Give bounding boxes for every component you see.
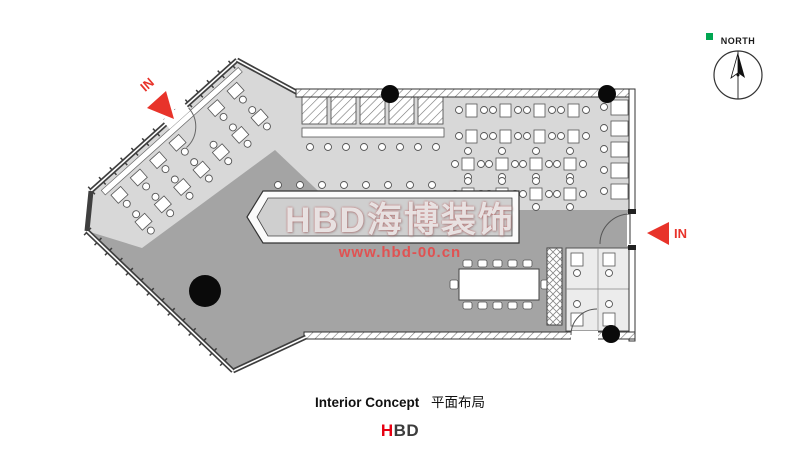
entrance-arrow-right: IN — [647, 222, 687, 245]
door-wing-entrance — [162, 102, 197, 148]
booth-seating-right — [600, 99, 629, 200]
legend-green-square — [706, 33, 713, 40]
in-label-left: IN — [137, 75, 157, 95]
caption-chinese: 平面布局 — [431, 395, 486, 410]
bar-counter — [246, 181, 520, 244]
logo-bd: BD — [393, 421, 420, 440]
private-dining — [449, 259, 550, 310]
restroom — [565, 247, 631, 332]
in-label-right: IN — [674, 226, 687, 241]
door-bottom — [570, 308, 598, 340]
brand-logo: HBD — [0, 421, 800, 441]
arrow-icon — [647, 222, 669, 245]
door-right-entrance — [599, 209, 637, 250]
kitchen-block — [301, 96, 445, 151]
caption: Interior Concept 平面布局 — [0, 391, 800, 411]
wing-seating — [100, 67, 273, 236]
caption-english: Interior Concept — [314, 395, 420, 410]
north-compass: NORTH — [706, 33, 763, 100]
columns — [189, 85, 620, 343]
compass-needle — [738, 53, 745, 78]
north-label: NORTH — [721, 36, 756, 46]
booth-seating-top — [455, 103, 590, 144]
logo-h: H — [380, 421, 394, 440]
entrance-arrow-left: IN — [137, 75, 174, 119]
cabinet — [546, 247, 563, 326]
arrow-icon — [147, 91, 174, 119]
